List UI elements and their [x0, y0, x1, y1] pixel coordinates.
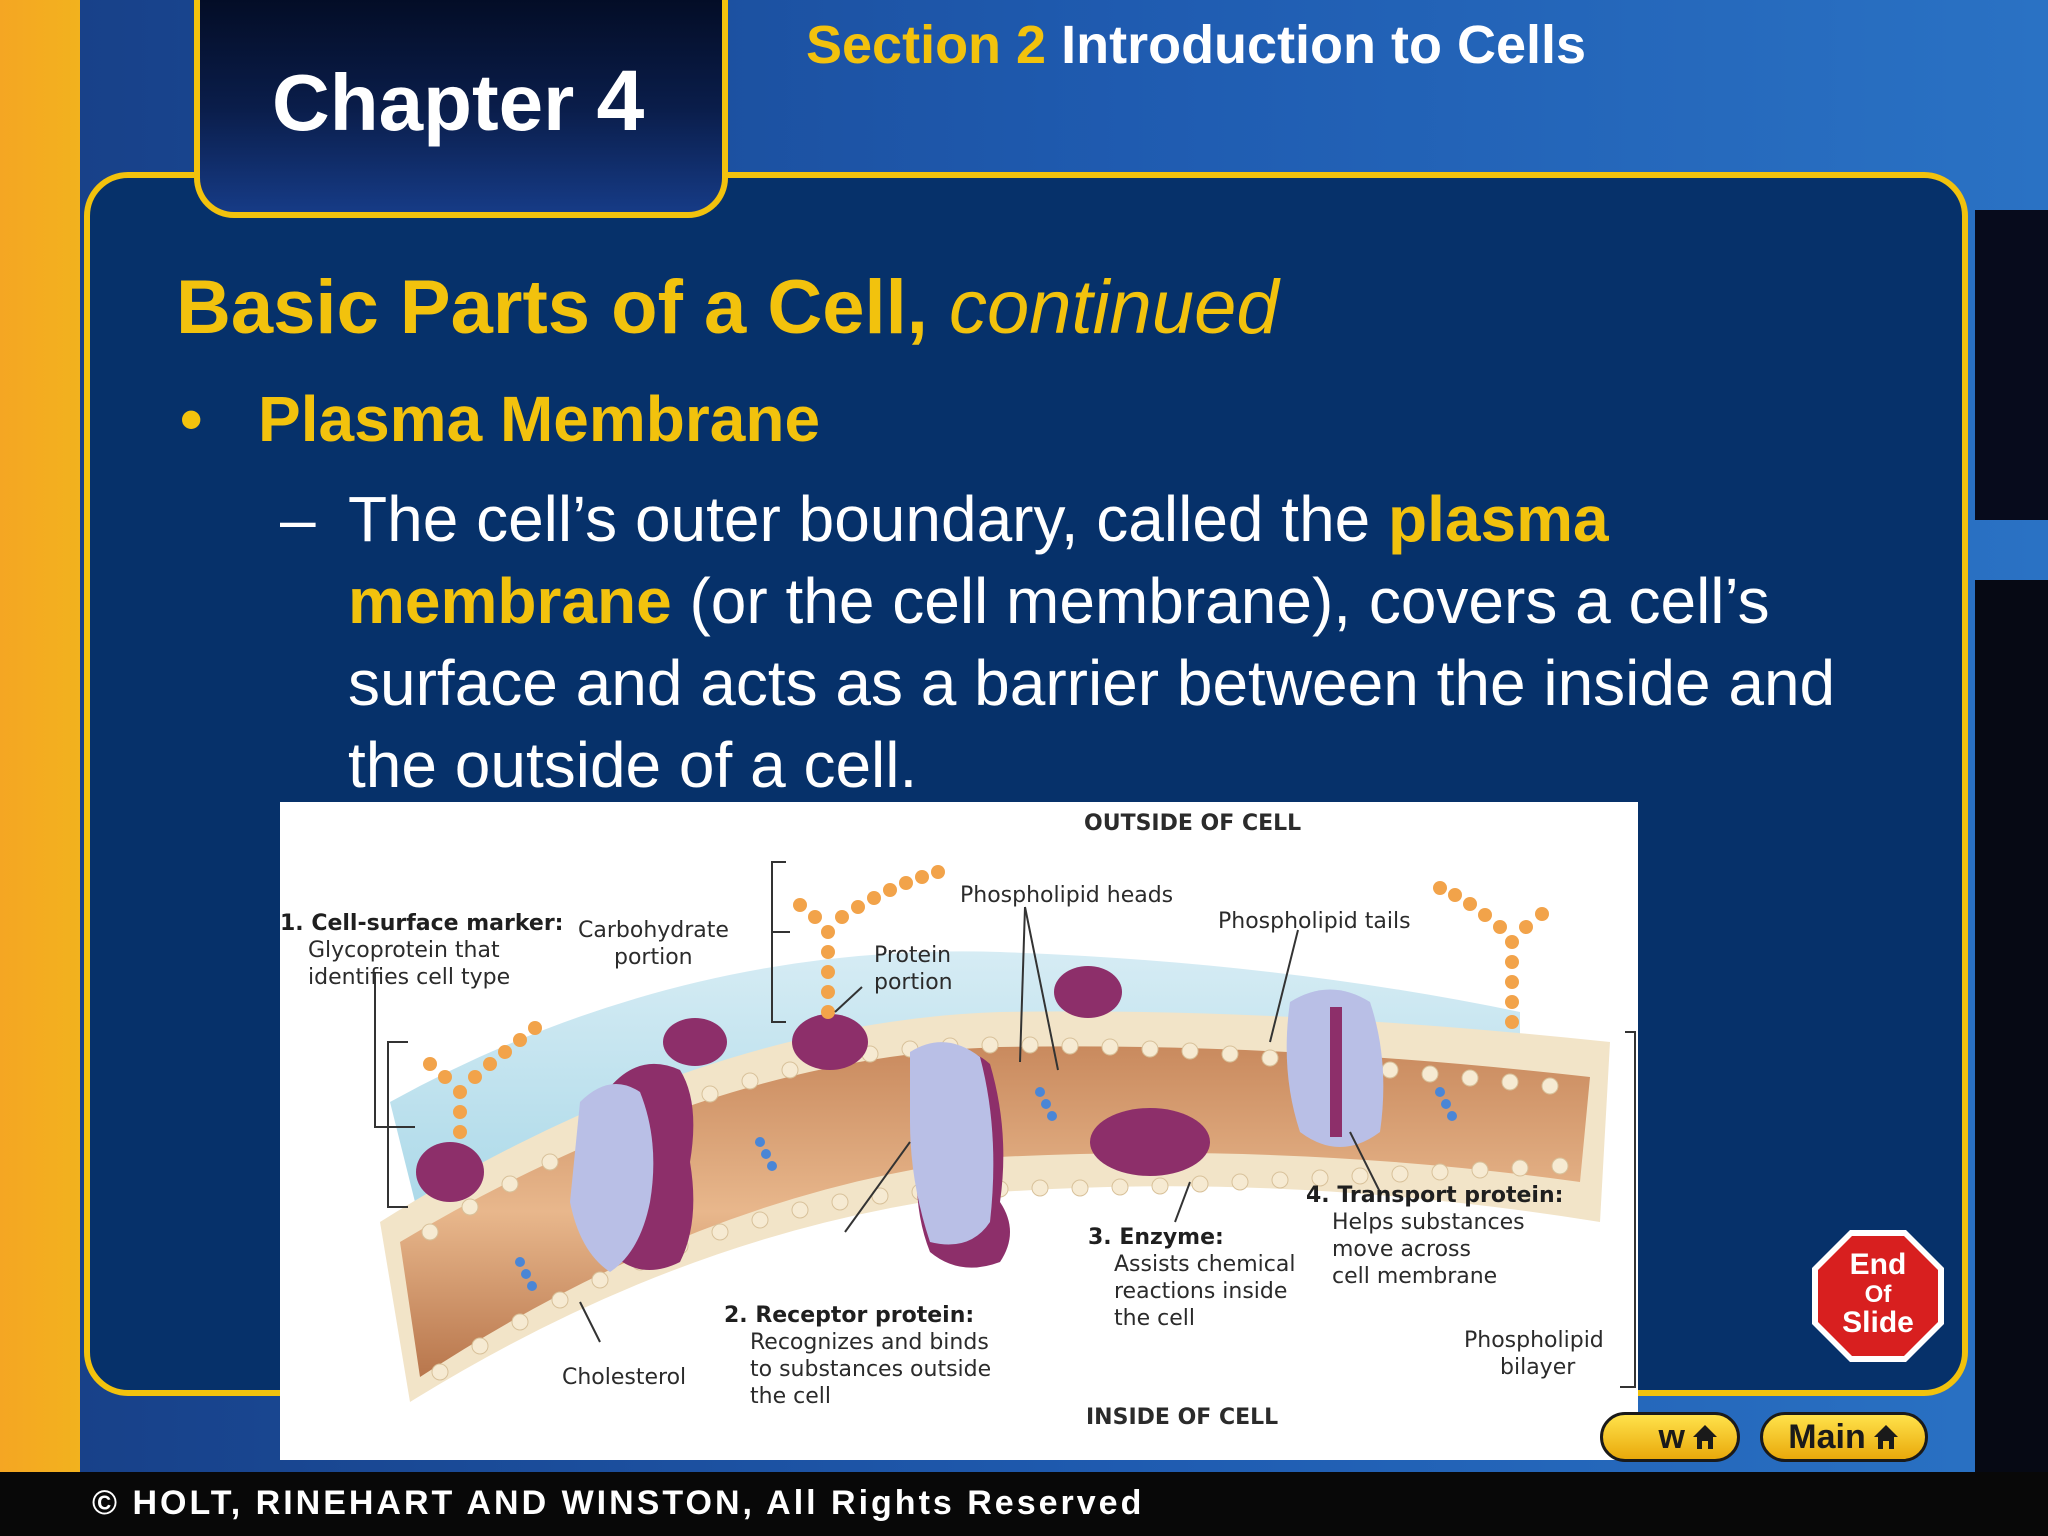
carbohydrate-label-2: portion [614, 945, 693, 970]
surface-marker-shape [416, 1021, 542, 1202]
heads-label: Phospholipid heads [960, 883, 1173, 908]
enzyme-shape [1090, 1108, 1210, 1176]
membrane-tails-layer [400, 1046, 1590, 1377]
receptor-title: 2. Receptor protein: [724, 1303, 974, 1328]
channel-protein-shape [910, 1042, 1010, 1268]
right-edge-dark [1975, 210, 2048, 520]
transport-protein-shape [1286, 989, 1384, 1147]
of-label: Of [1865, 1281, 1893, 1308]
membrane-illustration: OUTSIDE OF CELL INSIDE OF CELL 1. Cell-s… [280, 811, 1636, 1430]
enzyme-title: 3. Enzyme: [1088, 1225, 1224, 1250]
highlight-term: plasma membrane [348, 483, 1609, 637]
transport-desc-3: cell membrane [1332, 1264, 1497, 1289]
gold-side-bar [0, 0, 80, 1480]
main-button[interactable]: Main [1760, 1412, 1928, 1462]
transport-desc-2: move across [1332, 1237, 1471, 1262]
cholesterol-label: Cholesterol [562, 1365, 686, 1390]
end-label: End [1850, 1248, 1907, 1281]
sub-bullet-dash: – [280, 483, 316, 555]
marker-desc-2: identifies cell type [308, 965, 510, 990]
section-name: Introduction to Cells [1061, 15, 1587, 75]
chapter-label: Chapter [272, 58, 575, 147]
footer-bar [0, 1472, 2048, 1536]
sub-bullet-body: The cell’s outer boundary, called the pl… [348, 478, 1910, 806]
marker-title: 1. Cell-surface marker: [280, 911, 563, 936]
phospholipid-heads [421, 1036, 1569, 1381]
receptor-desc-1: Recognizes and binds [750, 1330, 989, 1355]
bullet-marker: • [180, 383, 203, 455]
carbohydrate-label-1: Carbohydrate [578, 918, 729, 943]
stop-sign-icon: End Of Slide [1812, 1230, 1944, 1362]
heading-suffix: continued [949, 265, 1279, 350]
end-of-slide-button[interactable]: End Of Slide [1810, 1228, 1946, 1364]
bilayer-label-1: Phospholipid [1464, 1328, 1604, 1353]
protein-label-1: Protein [874, 943, 951, 968]
main-label: Main [1788, 1417, 1866, 1456]
house-icon [1693, 1425, 1717, 1449]
house-icon [1873, 1425, 1898, 1449]
receptor-desc-3: the cell [750, 1384, 831, 1409]
chapter-title: Chapter 4 [272, 52, 644, 151]
chapter-tab [194, 0, 728, 218]
receptor-desc-2: to substances outside [750, 1357, 991, 1382]
bullet-text: Plasma Membrane [258, 383, 821, 455]
glycoprotein-shape [663, 865, 1549, 1070]
copyright-text: © HOLT, RINEHART AND WINSTON, All Rights… [92, 1484, 1145, 1522]
sub-text-part-2: (or the cell membrane), covers a cell’s … [348, 565, 1836, 801]
slide-label: Slide [1842, 1306, 1914, 1339]
sub-bullet: – The cell’s outer boundary, called the … [280, 478, 1910, 806]
previous-label: w [1658, 1417, 1685, 1456]
outside-cell-label: OUTSIDE OF CELL [1084, 811, 1301, 836]
section-title: Section 2 Introduction to Cells [806, 14, 1586, 76]
enzyme-desc-1: Assists chemical [1114, 1252, 1295, 1277]
enzyme-desc-3: the cell [1114, 1306, 1195, 1331]
leader-lines [374, 861, 1636, 1388]
previous-button[interactable]: w [1600, 1412, 1740, 1462]
inside-cell-label: INSIDE OF CELL [1086, 1405, 1278, 1430]
heading-text: Basic Parts of a Cell, [176, 265, 928, 350]
cholesterol-shapes [515, 1087, 1457, 1291]
transport-desc-1: Helps substances [1332, 1210, 1525, 1235]
tails-label: Phospholipid tails [1218, 909, 1411, 934]
marker-desc-1: Glycoprotein that [308, 938, 500, 963]
sub-text-part-1: The cell’s outer boundary, called the [348, 483, 1389, 555]
right-edge-dark-lower [1975, 580, 2048, 1480]
bullet-item: • Plasma Membrane [180, 382, 820, 456]
bilayer-label-2: bilayer [1500, 1355, 1576, 1380]
section-label: Section 2 [806, 15, 1047, 75]
enzyme-desc-2: reactions inside [1114, 1279, 1287, 1304]
protein-label-2: portion [874, 970, 953, 995]
chapter-number: 4 [596, 53, 645, 149]
membrane-figure: OUTSIDE OF CELL INSIDE OF CELL 1. Cell-s… [280, 802, 1638, 1460]
receptor-protein-shape [570, 1063, 694, 1272]
transport-title: 4. Transport protein: [1306, 1183, 1563, 1208]
slide-heading: Basic Parts of a Cell, continued [176, 264, 1279, 351]
